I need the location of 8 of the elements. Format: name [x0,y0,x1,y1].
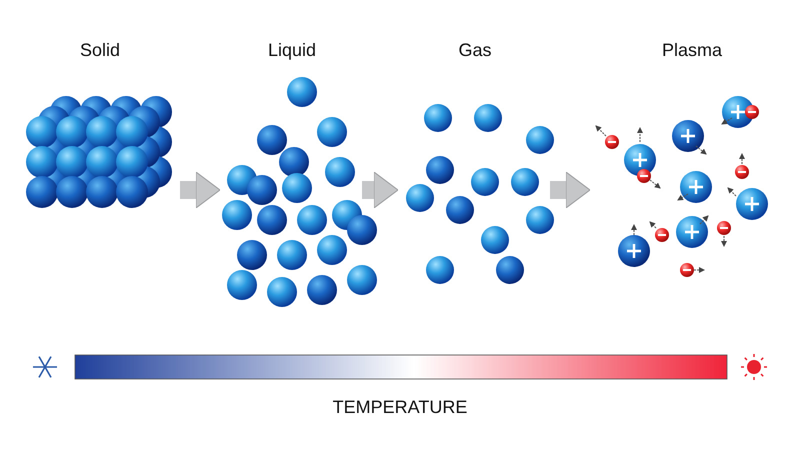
state-label: Liquid [268,40,316,61]
arrow [362,172,398,208]
state-label: Gas [458,40,492,61]
state-label: Solid [80,40,120,61]
state-label: Plasma [662,40,722,61]
arrow [180,172,220,208]
arrow [550,172,590,208]
axis-title: TEMPERATURE [332,397,468,418]
